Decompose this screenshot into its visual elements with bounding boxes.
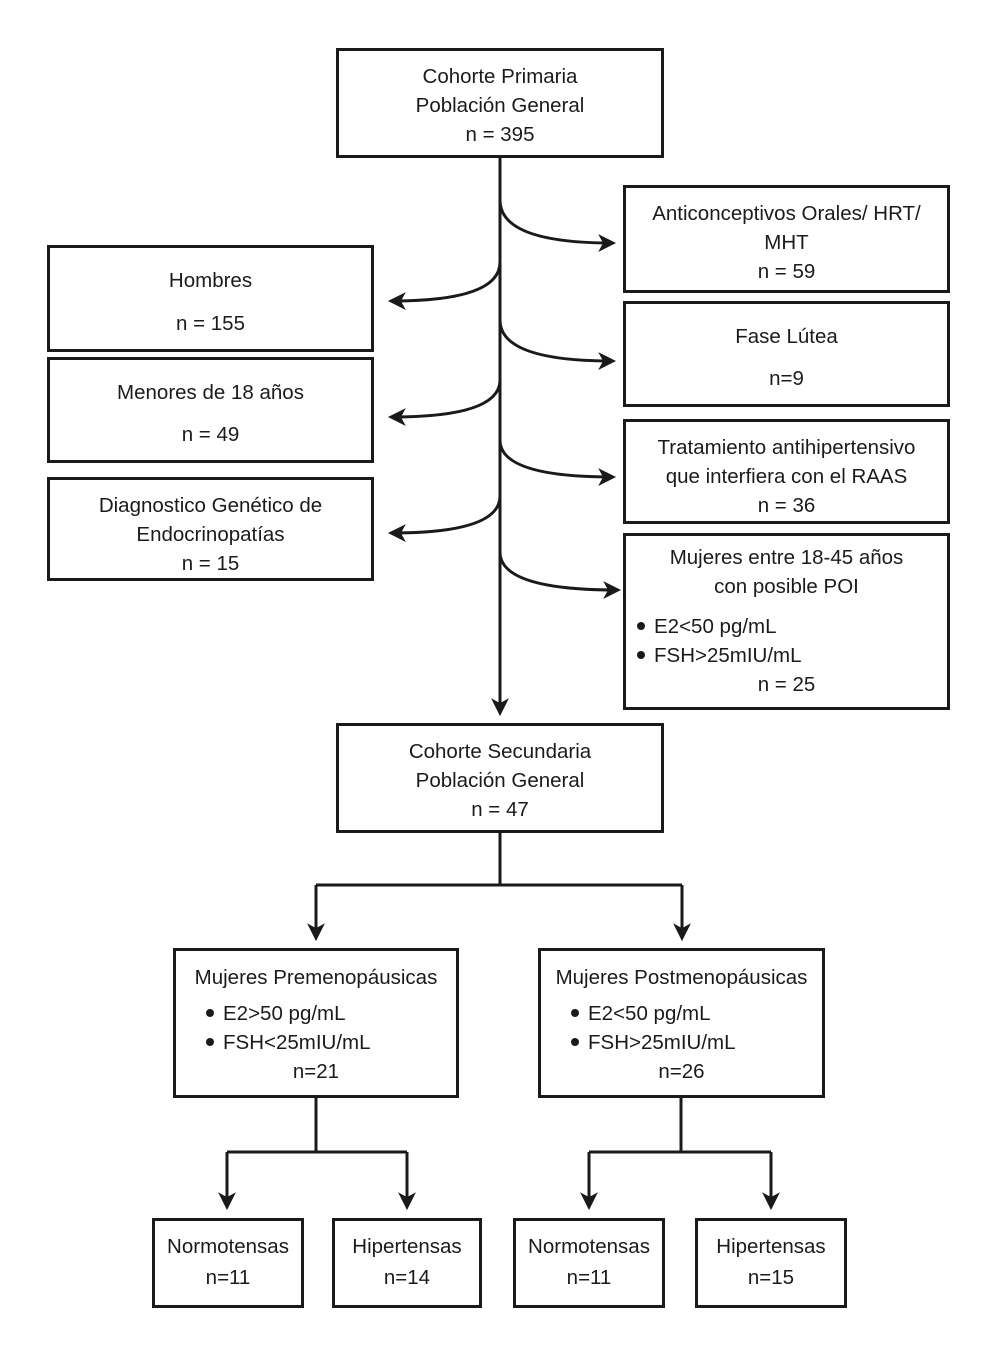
- node-title: Mujeres Premenopáusicas: [194, 966, 438, 989]
- bullet-icon: [571, 1038, 579, 1047]
- edge-to-hombres: [387, 261, 502, 310]
- node-count: n = 395: [465, 123, 535, 146]
- edge-to-mujeres-poi: [498, 551, 622, 599]
- edge-to-tratamiento: [498, 439, 617, 486]
- node-cohorte-primaria: Cohorte Primaria Población General n = 3…: [336, 48, 664, 158]
- bullet-icon: [637, 651, 645, 660]
- node-fase-lutea: Fase Lútea n=9: [623, 301, 950, 407]
- node-title: Mujeres Postmenopáusicas: [555, 966, 808, 989]
- edge-to-menores: [387, 379, 502, 426]
- node-count: n = 59: [757, 260, 816, 283]
- node-hombres: Hombres n = 155: [47, 245, 374, 352]
- node-criteria: E2<50 pg/mL FSH>25mIU/mL: [543, 999, 820, 1057]
- node-title: Normotensas: [528, 1235, 650, 1258]
- node-title: Menores de 18 años: [117, 381, 304, 404]
- node-title: Fase Lútea: [735, 325, 838, 348]
- edge-to-diagnostico: [387, 495, 502, 542]
- node-criteria: E2<50 pg/mL FSH>25mIU/mL: [632, 612, 941, 670]
- node-title: Cohorte Secundaria Población General: [408, 740, 592, 792]
- node-hipertensas-post: Hipertensas n=15: [695, 1218, 847, 1308]
- node-title: Cohorte Primaria Población General: [415, 65, 585, 117]
- node-title: Diagnostico Genético de Endocrinopatías: [98, 494, 323, 546]
- node-count: n=11: [205, 1266, 251, 1289]
- node-count: n=9: [769, 367, 804, 390]
- node-count: n=14: [383, 1266, 431, 1289]
- node-count: n = 36: [757, 494, 816, 517]
- node-title: Mujeres entre 18-45 años con posible POI: [669, 546, 904, 598]
- bullet-icon: [637, 622, 645, 631]
- node-cohorte-secundaria: Cohorte Secundaria Población General n =…: [336, 723, 664, 833]
- node-criteria: E2>50 pg/mL FSH<25mIU/mL: [178, 999, 454, 1057]
- node-tratamiento-raas: Tratamiento antihipertensivo que interfi…: [623, 419, 950, 524]
- node-hipertensas-pre: Hipertensas n=14: [332, 1218, 482, 1308]
- node-count: n = 155: [176, 312, 245, 335]
- node-title: Tratamiento antihipertensivo que interfi…: [657, 436, 916, 488]
- node-count: n=21: [292, 1060, 340, 1083]
- node-premenopausicas: Mujeres Premenopáusicas E2>50 pg/mL FSH<…: [173, 948, 459, 1098]
- node-anticonceptivos: Anticonceptivos Orales/ HRT/ MHT n = 59: [623, 185, 950, 293]
- node-count: n = 25: [757, 673, 816, 696]
- node-count: n=15: [747, 1266, 795, 1289]
- node-count: n=26: [658, 1060, 705, 1083]
- edge-to-anticonceptivos: [498, 199, 617, 252]
- node-title: Anticonceptivos Orales/ HRT/ MHT: [652, 202, 921, 254]
- node-count: n = 49: [181, 423, 240, 446]
- node-count: n=11: [566, 1266, 612, 1289]
- bullet-icon: [206, 1009, 214, 1018]
- node-title: Hipertensas: [352, 1235, 462, 1258]
- node-menores-18: Menores de 18 años n = 49: [47, 357, 374, 463]
- node-normotensas-pre: Normotensas n=11: [152, 1218, 304, 1308]
- edge-to-fase-lutea: [498, 319, 617, 370]
- bullet-icon: [206, 1038, 214, 1047]
- node-normotensas-post: Normotensas n=11: [513, 1218, 665, 1308]
- node-count: n = 47: [471, 798, 529, 821]
- node-count: n = 15: [181, 552, 240, 575]
- node-title: Hipertensas: [716, 1235, 826, 1258]
- node-mujeres-poi: Mujeres entre 18-45 años con posible POI…: [623, 533, 950, 710]
- node-title: Hombres: [168, 269, 253, 292]
- node-diagnostico-genetico: Diagnostico Genético de Endocrinopatías …: [47, 477, 374, 581]
- node-title: Normotensas: [167, 1235, 289, 1258]
- bullet-icon: [571, 1009, 579, 1018]
- node-postmenopausicas: Mujeres Postmenopáusicas E2<50 pg/mL FSH…: [538, 948, 825, 1098]
